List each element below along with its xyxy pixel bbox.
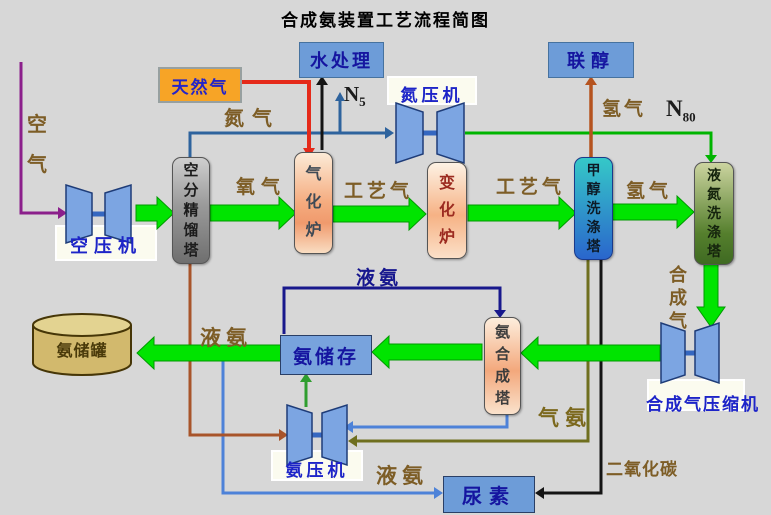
liquid-ammonia-to-urea-arrowhead — [434, 487, 443, 499]
stream-label-syngas: 合成气 — [669, 265, 687, 331]
stream-label-carbon-dioxide: 二氧化碳 — [606, 460, 678, 479]
methanol-wash-tower: 甲醇洗涤塔 — [574, 157, 613, 260]
gas-ammonia-line — [357, 259, 590, 443]
synthesis-tower-to-compressor-arrowhead — [344, 421, 353, 433]
air-separation-tower: 空分精馏塔 — [172, 157, 210, 264]
methanol-coproduction-box: 联醇 — [548, 42, 634, 78]
arrow-storage-to-tank — [136, 335, 282, 371]
page-title: 合成氨装置工艺流程简图 — [281, 11, 490, 30]
ammonia-tank-label: 氨储罐 — [56, 343, 108, 360]
liquid-ammonia-loop-arrowhead — [494, 310, 506, 318]
air-inlet-line — [19, 62, 58, 215]
air-compressor-icon — [65, 183, 132, 245]
natural-gas-line — [239, 80, 311, 148]
air-inlet-arrowhead — [58, 207, 67, 219]
stream-label-hydrogen-mid: 氢气 — [626, 181, 673, 202]
stream-label-liquid-ammonia-urea: 液氨 — [376, 465, 428, 488]
ammonia-synthesis-tower: 氨合成塔 — [484, 317, 521, 415]
arrow-syngas-down — [696, 263, 726, 328]
stream-label-liquid-ammonia-tank: 液氨 — [200, 327, 252, 350]
hydrogen-to-methanol-arrowhead — [585, 76, 597, 85]
arrow-compressor-to-synthesis — [520, 335, 661, 371]
air-compressor-label: 空压机 — [70, 236, 142, 256]
nitrogen-compressor-label: 氮压机 — [400, 86, 464, 105]
nitrogen-compressor-label-plate — [387, 76, 477, 105]
synthesis-tower-to-compressor-line — [353, 413, 509, 429]
water-treatment-box: 水处理 — [299, 42, 384, 78]
stream-label-hydrogen-top: 氢气 — [602, 99, 647, 120]
arrow-oxygen-to-gasifier — [209, 195, 297, 231]
urea-box: 尿素 — [443, 476, 535, 513]
stream-label-air: 空气 — [27, 114, 47, 176]
nitrogen-compressor-outlet-arrowhead — [705, 155, 717, 163]
nitrogen-line — [188, 131, 385, 157]
stream-label-process-gas-2: 工艺气 — [496, 177, 566, 198]
stream-label-process-gas-1: 工艺气 — [344, 181, 414, 202]
syngas-compressor-icon — [660, 321, 720, 385]
syngas-compressor-label: 合成气压缩机 — [646, 395, 760, 414]
ammonia-compressor-label: 氨压机 — [285, 461, 349, 480]
arrow-gasifier-to-shift — [332, 196, 427, 232]
ammonia-compressor-icon — [286, 403, 348, 467]
carbon-dioxide-arrowhead — [535, 487, 544, 499]
airsep-to-ammonia-compressor-arrowhead — [279, 429, 288, 441]
shift-converter-tower: 变化炉 — [427, 162, 467, 259]
ammonia-tank-icon — [32, 313, 132, 376]
nitrogen-compressor-outlet-line — [465, 131, 713, 155]
syngas-compressor-label-plate — [647, 379, 745, 411]
liquid-ammonia-loop-line — [282, 286, 502, 334]
stream-label-oxygen: 氧气 — [236, 177, 287, 198]
arrow-aircomp-to-airsep — [135, 195, 175, 231]
carbon-dioxide-line — [544, 259, 603, 495]
natural-gas-box: 天然气 — [158, 67, 242, 103]
n5-arrowhead — [335, 92, 345, 101]
arrow-hydrogen-to-lnwash — [611, 194, 695, 230]
nitrogen-compressor-icon — [395, 101, 465, 165]
arrow-shift-to-methanolwash — [467, 195, 577, 231]
stream-label-nitrogen: 氮气 — [224, 108, 280, 130]
gasifier-tower: 气化炉 — [294, 152, 333, 254]
ammonia-compressor-to-storage-arrowhead — [300, 373, 312, 382]
stream-label-gas-ammonia: 气氨 — [538, 407, 592, 430]
liquid-nitrogen-wash-tower: 液氮洗涤塔 — [694, 162, 734, 265]
ammonia-storage-box: 氨储存 — [280, 335, 372, 375]
stream-label-liquid-ammonia-loop: 液氨 — [356, 268, 403, 289]
gas-ammonia-arrowhead — [348, 435, 357, 447]
stream-label-n80: N80 — [666, 96, 696, 125]
water-treatment-arrowhead — [316, 76, 328, 85]
arrow-synthesis-to-storage — [371, 334, 483, 370]
nitrogen-arrowhead — [385, 127, 394, 139]
airsep-to-ammonia-compressor-line — [188, 261, 279, 437]
stream-label-n5: N5 — [344, 82, 366, 110]
liquid-ammonia-to-urea-line — [221, 358, 434, 495]
